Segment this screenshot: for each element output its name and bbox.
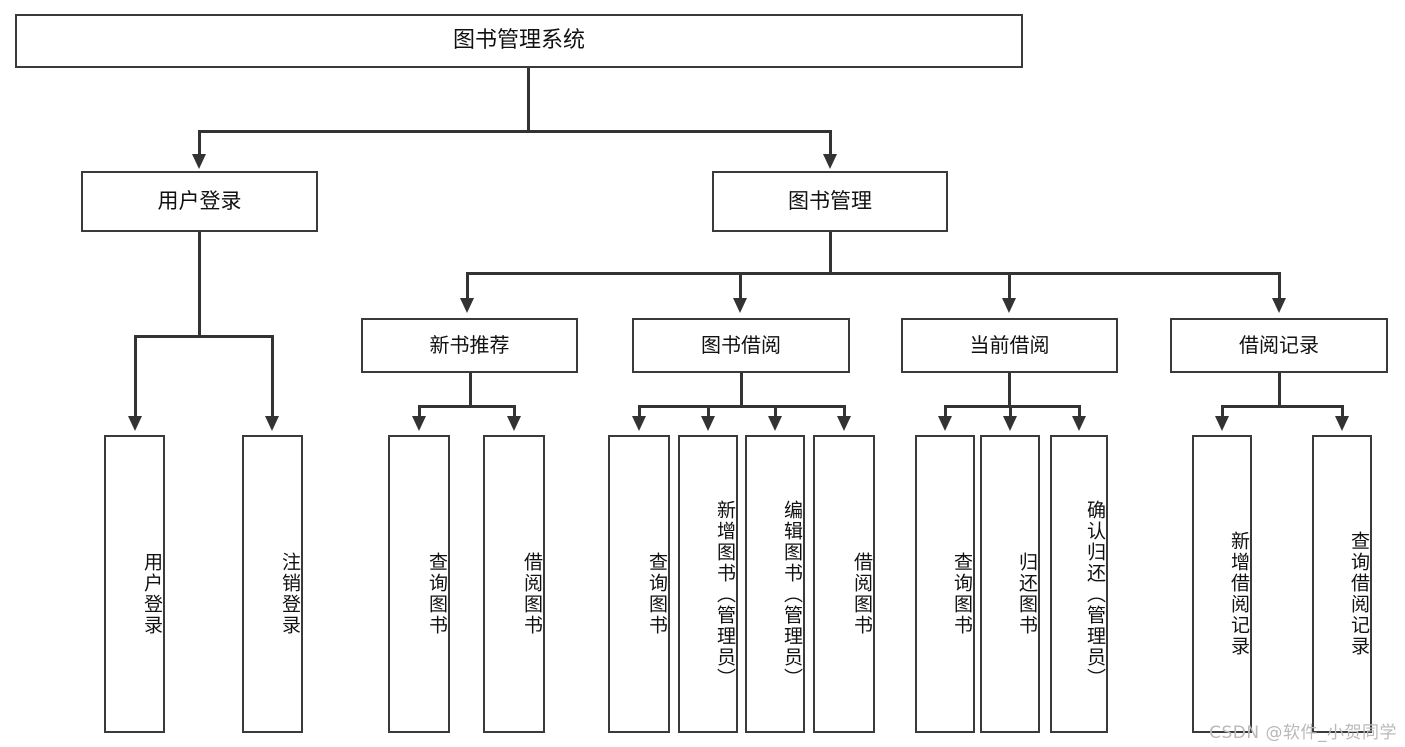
connector-book-borrow-drop-2 bbox=[707, 405, 710, 418]
node-new-book-recommend[interactable]: 新书推荐 bbox=[361, 318, 578, 373]
connector-level3-drop-4 bbox=[1278, 272, 1281, 300]
connector-book-borrow-stem bbox=[740, 373, 743, 405]
node-user-login[interactable]: 用户登录 bbox=[81, 171, 318, 232]
leaf-add-borrow-record[interactable]: 新增借阅记录 bbox=[1192, 435, 1252, 733]
leaf-query-book-new-recommend[interactable]: 查询图书 bbox=[388, 435, 450, 733]
node-book-borrow[interactable]: 图书借阅 bbox=[632, 318, 850, 373]
connector-level3-drop-1 bbox=[466, 272, 469, 300]
connector-borrow-record-stem bbox=[1278, 373, 1281, 405]
arrowhead-to-leaf-return-book bbox=[1003, 416, 1017, 431]
node-label: 图书管理系统 bbox=[452, 28, 585, 54]
arrowhead-to-leaf-add-book bbox=[701, 416, 715, 431]
arrowhead-to-leaf-logout bbox=[265, 416, 279, 431]
connector-level3-drop-3 bbox=[1008, 272, 1011, 300]
node-borrow-record[interactable]: 借阅记录 bbox=[1170, 318, 1388, 373]
arrowhead-to-leaf-add-record bbox=[1215, 416, 1229, 431]
arrowhead-to-leaf-user-login bbox=[128, 416, 142, 431]
node-label: 新增借阅记录 bbox=[1228, 531, 1250, 657]
arrowhead-to-leaf-borrow-book-bb bbox=[837, 416, 851, 431]
connector-book-management-stem bbox=[829, 232, 832, 272]
node-label: 图书借阅 bbox=[701, 332, 781, 357]
connector-level2-drop-2 bbox=[829, 130, 832, 156]
watermark-csdn: CSDN @软件_小贺同学 bbox=[1209, 723, 1397, 743]
node-label: 注销登录 bbox=[279, 552, 301, 636]
connector-current-borrow-drop-3 bbox=[1078, 405, 1081, 418]
node-label: 用户登录 bbox=[141, 552, 163, 636]
leaf-query-borrow-record[interactable]: 查询借阅记录 bbox=[1312, 435, 1372, 733]
node-label: 用户登录 bbox=[157, 189, 242, 214]
connector-new-book-stem bbox=[469, 373, 472, 405]
connector-borrow-record-bus bbox=[1221, 405, 1342, 408]
node-label: 借阅图书 bbox=[851, 552, 873, 636]
node-label: 查询借阅记录 bbox=[1348, 531, 1370, 657]
arrowhead-to-book-management bbox=[823, 154, 837, 169]
leaf-borrow-book-new-recommend[interactable]: 借阅图书 bbox=[483, 435, 545, 733]
connector-borrow-record-drop-2 bbox=[1341, 405, 1344, 418]
node-label: 查询图书 bbox=[426, 552, 448, 636]
leaf-user-login[interactable]: 用户登录 bbox=[104, 435, 165, 733]
connector-root-stem bbox=[527, 68, 530, 130]
leaf-return-book[interactable]: 归还图书 bbox=[980, 435, 1040, 733]
connector-user-login-bus bbox=[134, 335, 272, 338]
arrowhead-to-leaf-query-book-nb bbox=[412, 416, 426, 431]
connector-user-login-stem bbox=[198, 232, 201, 335]
connector-new-book-drop-1 bbox=[418, 405, 421, 418]
arrowhead-to-leaf-query-book-bb bbox=[632, 416, 646, 431]
arrowhead-to-new-book-recommend bbox=[460, 298, 474, 313]
connector-borrow-record-drop-1 bbox=[1221, 405, 1224, 418]
connector-new-book-drop-2 bbox=[513, 405, 516, 418]
arrowhead-to-leaf-query-record bbox=[1335, 416, 1349, 431]
connector-level3-drop-2 bbox=[739, 272, 742, 300]
connector-current-borrow-stem bbox=[1008, 373, 1011, 405]
node-label: 归还图书 bbox=[1016, 552, 1038, 636]
arrowhead-to-leaf-edit-book bbox=[768, 416, 782, 431]
arrowhead-to-user-login bbox=[192, 154, 206, 169]
connector-new-book-bus bbox=[418, 405, 514, 408]
node-label: 编辑图书（管理员） bbox=[781, 499, 803, 689]
leaf-borrow-book[interactable]: 借阅图书 bbox=[813, 435, 875, 733]
arrowhead-to-book-borrow bbox=[733, 298, 747, 313]
arrowhead-to-leaf-confirm-return bbox=[1072, 416, 1086, 431]
leaf-logout[interactable]: 注销登录 bbox=[242, 435, 303, 733]
connector-book-borrow-drop-1 bbox=[638, 405, 641, 418]
arrowhead-to-leaf-borrow-book-nb bbox=[507, 416, 521, 431]
node-current-borrow[interactable]: 当前借阅 bbox=[901, 318, 1118, 373]
connector-current-borrow-drop-1 bbox=[944, 405, 947, 418]
node-label: 图书管理 bbox=[788, 189, 872, 214]
connector-user-login-drop-1 bbox=[134, 335, 137, 418]
leaf-query-book-current[interactable]: 查询图书 bbox=[915, 435, 975, 733]
arrowhead-to-leaf-query-book-cb bbox=[938, 416, 952, 431]
connector-level2-bus bbox=[198, 130, 830, 133]
node-root-book-management-system[interactable]: 图书管理系统 bbox=[15, 14, 1023, 68]
connector-book-borrow-drop-4 bbox=[843, 405, 846, 418]
leaf-add-book-admin[interactable]: 新增图书（管理员） bbox=[678, 435, 738, 733]
leaf-query-book-borrow[interactable]: 查询图书 bbox=[608, 435, 670, 733]
node-book-management[interactable]: 图书管理 bbox=[712, 171, 948, 232]
node-label: 确认归还（管理员） bbox=[1084, 499, 1106, 689]
node-label: 借阅记录 bbox=[1239, 332, 1319, 357]
connector-level3-bus bbox=[466, 272, 1280, 275]
connector-user-login-drop-2 bbox=[271, 335, 274, 418]
leaf-edit-book-admin[interactable]: 编辑图书（管理员） bbox=[745, 435, 805, 733]
arrowhead-to-current-borrow bbox=[1002, 298, 1016, 313]
connector-current-borrow-drop-2 bbox=[1009, 405, 1012, 418]
node-label: 查询图书 bbox=[646, 552, 668, 636]
arrowhead-to-borrow-record bbox=[1272, 298, 1286, 313]
connector-current-borrow-bus bbox=[944, 405, 1079, 408]
node-label: 查询图书 bbox=[951, 552, 973, 636]
node-label: 借阅图书 bbox=[521, 552, 543, 636]
connector-book-borrow-bus bbox=[638, 405, 845, 408]
connector-book-borrow-drop-3 bbox=[774, 405, 777, 418]
leaf-confirm-return-admin[interactable]: 确认归还（管理员） bbox=[1050, 435, 1108, 733]
node-label: 新书推荐 bbox=[429, 332, 510, 357]
connector-level2-drop-1 bbox=[198, 130, 201, 156]
node-label: 新增图书（管理员） bbox=[714, 499, 736, 689]
node-label: 当前借阅 bbox=[969, 332, 1050, 357]
